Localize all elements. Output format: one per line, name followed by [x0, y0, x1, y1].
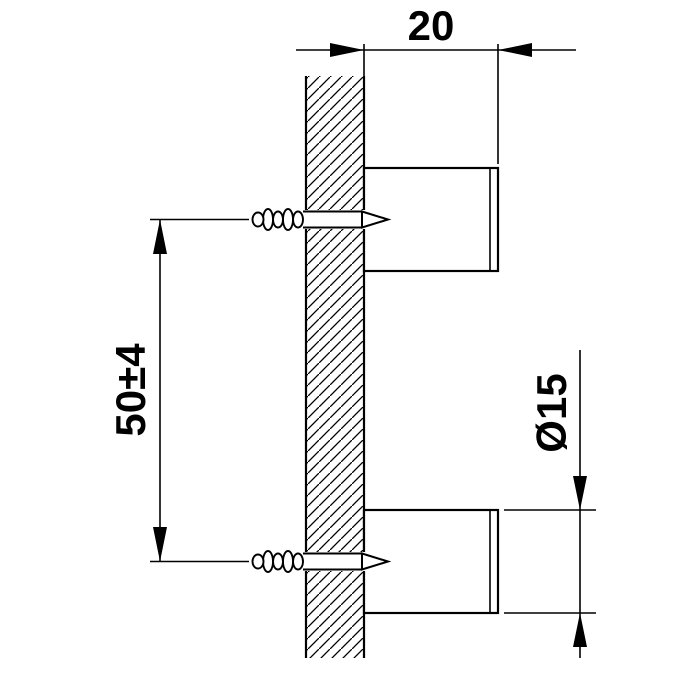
bottom-screw-rib: [282, 550, 294, 573]
top-anchor-hole: [299, 210, 366, 229]
bottom-screw-rib: [292, 552, 304, 571]
diameter-dimension-label: Ø15: [528, 373, 575, 452]
depth-arrow-right-icon: [498, 43, 532, 57]
bottom-screw-anchor: [251, 550, 392, 573]
depth-dimension-label: 20: [408, 2, 455, 49]
top-anchor-tip: [361, 210, 392, 229]
bottom-anchor-hole: [299, 552, 366, 571]
top-screw-rib: [282, 208, 294, 231]
dimension-diameter: Ø15: [504, 350, 596, 658]
spacing-arrow-up-icon: [153, 219, 167, 254]
dimension-spacing: 50±4: [107, 218, 249, 563]
dimension-depth: 20: [296, 2, 576, 164]
bottom-anchor-tip: [361, 552, 392, 571]
spacing-dimension-label: 50±4: [107, 343, 154, 437]
top-screw-anchor: [251, 208, 392, 231]
top-screw-head-dome: [251, 211, 265, 228]
top-screw-rib: [292, 210, 304, 229]
top-screw-rib: [272, 210, 284, 229]
diameter-arrow-up-icon: [573, 613, 587, 647]
bottom-screw-head-dome: [251, 553, 265, 570]
top-screw-rib: [262, 208, 274, 231]
bottom-screw-rib: [272, 552, 284, 571]
spacing-arrow-down-icon: [153, 527, 167, 562]
depth-arrow-left-icon: [330, 43, 364, 57]
diameter-arrow-down-icon: [573, 476, 587, 510]
bottom-screw-rib: [262, 550, 274, 573]
